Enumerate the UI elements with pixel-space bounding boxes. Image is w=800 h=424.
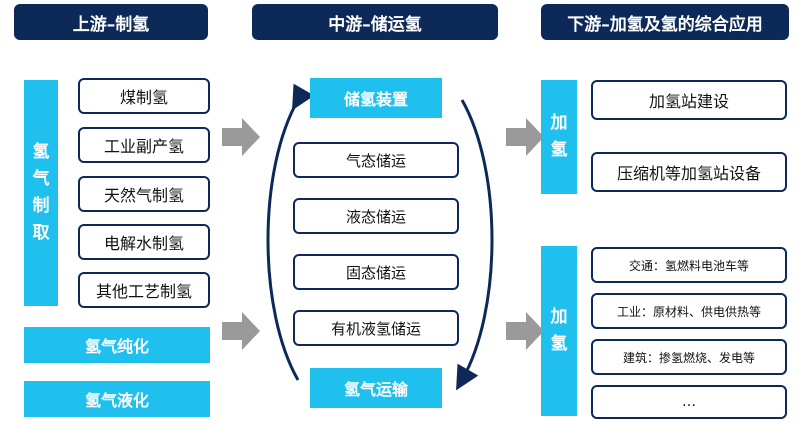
hydrogen-production-label: 氢 气 制 取 — [24, 80, 58, 306]
midstream-item-gaseous: 气态储运 — [293, 142, 459, 178]
midstream-item-organic-liquid: 有机液氢储运 — [293, 310, 459, 346]
flow-arrow-icon — [506, 118, 544, 156]
application-label: 加 氢 — [541, 246, 577, 416]
application-transport: 交通：氢燃料电池车等 — [591, 247, 787, 283]
upstream-item-other: 其他工艺制氢 — [78, 272, 210, 308]
cycle-arc-left — [266, 83, 315, 381]
midstream-item-liquid: 液态储运 — [293, 198, 459, 234]
storage-device: 储氢装置 — [310, 78, 442, 118]
application-industry: 工业：原材料、供电供热等 — [591, 293, 787, 329]
hydrogen-transport: 氢气运输 — [310, 368, 442, 408]
flow-arrow-icon — [222, 312, 260, 350]
downstream-header: 下游–加氢及氢的综合应用 — [541, 4, 789, 40]
hydrogen-purification: 氢气纯化 — [24, 327, 210, 363]
upstream-header: 上游–制氢 — [14, 4, 208, 40]
downstream-station-equipment: 压缩机等加氢站设备 — [591, 152, 787, 192]
upstream-item-natural-gas: 天然气制氢 — [78, 176, 210, 212]
midstream-item-solid: 固态储运 — [293, 254, 459, 290]
upstream-item-electrolysis: 电解水制氢 — [78, 224, 210, 260]
hydrogen-liquefaction: 氢气液化 — [24, 381, 210, 417]
refueling-label: 加 氢 — [541, 80, 577, 194]
midstream-header: 中游–储运氢 — [252, 4, 498, 40]
downstream-station-construction: 加氢站建设 — [591, 80, 787, 120]
cycle-arc-right — [456, 99, 494, 391]
upstream-item-coal: 煤制氢 — [78, 78, 210, 114]
application-building: 建筑：掺氢燃烧、发电等 — [591, 339, 787, 375]
flow-arrow-icon — [222, 118, 260, 156]
upstream-item-byproduct: 工业副产氢 — [78, 127, 210, 163]
flow-arrow-icon — [506, 312, 544, 350]
application-more: … — [591, 385, 787, 419]
